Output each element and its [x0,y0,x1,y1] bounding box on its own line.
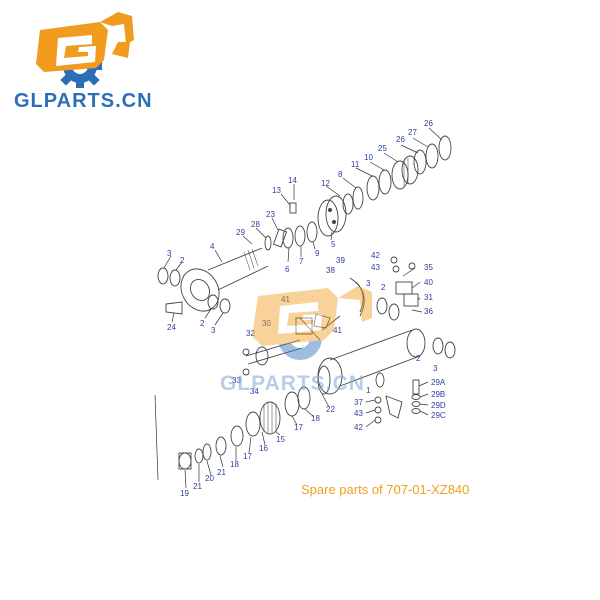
part-label: 2 [180,256,185,265]
part-label: 24 [167,323,176,332]
part-label: 29 [236,228,245,237]
part-label: 30 [262,319,271,328]
part-label: 7 [299,257,304,266]
part-label: 10 [364,153,373,162]
part-label: 36 [424,307,433,316]
part-label: 25 [378,144,387,153]
part-label: 29B [431,390,445,399]
part-label: 17 [294,423,303,432]
part-label: 32 [246,329,255,338]
part-label: 41 [333,326,342,335]
part-label: 29D [431,401,446,410]
part-label: 2 [381,283,386,292]
part-label: 12 [321,179,330,188]
part-label: 40 [424,278,433,287]
excavator-gear-logo-icon [36,12,134,88]
part-label: 26 [424,119,433,128]
part-label: 27 [408,128,417,137]
part-label: 39 [336,256,345,265]
part-label: 3 [211,326,216,335]
part-label: 43 [371,263,380,272]
part-label: 6 [285,265,290,274]
part-label: 21 [193,482,202,491]
part-label: 20 [205,474,214,483]
part-label: 1 [366,386,371,395]
part-label: 22 [326,405,335,414]
cylinder-tube-assembly [242,256,456,428]
part-label: 35 [424,263,433,272]
part-label: 4 [210,242,215,251]
brand-logo-text: GLPARTS.CN [14,90,153,112]
part-label: 29C [431,411,446,420]
part-label: 42 [371,251,380,260]
part-label: 43 [354,409,363,418]
part-label: 42 [354,423,363,432]
part-label: 31 [424,293,433,302]
part-label: 3 [366,279,371,288]
part-label: 28 [251,220,260,229]
part-label: 23 [266,210,275,219]
part-label: 18 [311,414,320,423]
part-label: 3 [433,364,438,373]
part-label: 29A [431,378,446,387]
part-label: 9 [315,249,320,258]
part-label: 19 [180,489,189,498]
part-label: 17 [243,452,252,461]
part-label: 18 [230,460,239,469]
part-label: 16 [259,444,268,453]
part-label: 34 [250,387,259,396]
part-label: 33 [232,376,241,385]
part-label: 21 [217,468,226,477]
part-label: 8 [338,170,343,179]
part-label: 14 [288,176,297,185]
lower-seal-row [178,365,331,489]
part-label: 41 [281,295,290,304]
watermark-text: GLPARTS.CN [220,372,365,395]
part-label: 2 [200,319,205,328]
part-label: 5 [331,240,336,249]
watermark-logo-icon [252,286,372,360]
part-label: 3 [167,249,172,258]
part-label: 15 [276,435,285,444]
caption-text: Spare parts of 707-01-XZ840 [301,482,470,497]
part-label: 38 [326,266,335,275]
part-label: 26 [396,135,405,144]
rod-assembly [157,127,452,326]
part-label: 11 [351,160,360,169]
part-label: 2 [416,354,421,363]
part-labels: 26 27 26 25 10 11 8 12 14 13 23 28 29 4 … [167,119,446,498]
part-label: 13 [272,186,281,195]
part-label: 37 [354,398,363,407]
